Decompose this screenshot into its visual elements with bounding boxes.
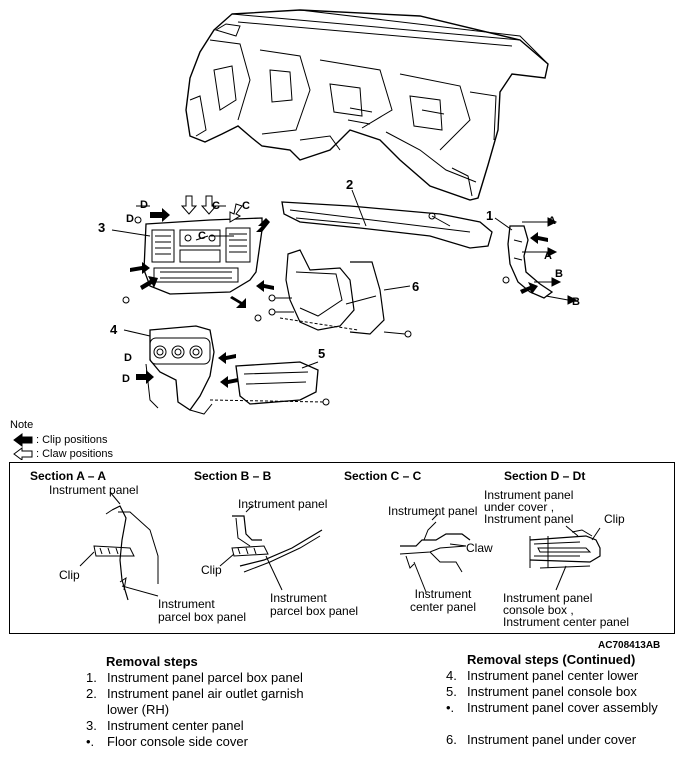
step-number: 1. — [86, 670, 97, 685]
removal-step: 4. Instrument panel center lower — [446, 668, 658, 684]
step-text: Instrument panel air outlet garnish — [107, 686, 304, 701]
removal-steps-continued-title: Removal steps (Continued) — [467, 652, 636, 667]
section-dd-console-1: Instrument panel — [503, 591, 593, 605]
console-box-part-5 — [209, 361, 330, 406]
parcel-box-panel-part-2 — [281, 189, 493, 249]
section-bb-instrument-panel: Instrument panel — [238, 497, 328, 511]
section-dd-under-cover-3: Instrument panel — [484, 512, 574, 526]
step-text: Instrument panel cover assembly — [467, 700, 658, 715]
step-text: Instrument panel parcel box panel — [107, 670, 303, 685]
section-cc-center-panel-1: Instrument — [414, 587, 472, 601]
section-cc-center-panel-2: center panel — [409, 600, 477, 614]
section-bb-title: Section B – B — [194, 469, 272, 483]
step-number: •. — [86, 734, 95, 749]
removal-step: •. Instrument panel cover assembly — [446, 700, 658, 716]
center-panel-part-3 — [111, 216, 263, 295]
label-a-bottom: A — [544, 250, 552, 262]
center-lower-part-4 — [122, 296, 215, 415]
label-d-part4-b: D — [122, 373, 130, 385]
callout-1: 1 — [486, 208, 494, 223]
note-title: Note — [10, 419, 34, 431]
section-letter-leaders — [136, 205, 234, 241]
section-cc-instrument-panel: Instrument panel — [388, 504, 478, 518]
label-b-bottom: B — [572, 296, 580, 308]
removal-step: 2. Instrument panel air outlet garnish — [86, 686, 304, 702]
label-d-mid: D — [126, 213, 134, 225]
callout-3: 3 — [98, 220, 106, 235]
removal-step: 1. Instrument panel parcel box panel — [86, 670, 304, 686]
instrument-panel-frame — [185, 9, 549, 201]
exploded-view-drawing — [13, 9, 578, 460]
section-details-box — [9, 462, 675, 634]
legend-arrows — [13, 433, 33, 460]
removal-steps-title: Removal steps — [106, 654, 198, 669]
section-dd-under-cover-1: Instrument panel — [484, 488, 574, 502]
label-a-top: A — [548, 215, 556, 227]
claw-arrows — [180, 195, 243, 223]
section-bb-parcel-2: parcel box panel — [270, 604, 359, 618]
label-c-left: C — [212, 200, 220, 212]
label-d-top: D — [140, 199, 148, 211]
clip-arrows — [130, 208, 548, 388]
section-aa-parcel-2: parcel box panel — [158, 610, 247, 624]
claw-legend-arrow — [13, 447, 33, 460]
step-text: lower (RH) — [107, 702, 170, 717]
section-dd-under-cover-2: under cover , — [484, 500, 555, 514]
step-number: 2. — [86, 686, 97, 701]
section-cc-drawing — [399, 513, 471, 593]
section-aa-drawing — [79, 491, 159, 601]
step-text: Instrument panel center lower — [467, 668, 639, 683]
section-dd-clip: Clip — [604, 512, 625, 526]
callout-2: 2 — [346, 177, 354, 192]
removal-step — [446, 716, 658, 732]
removal-step: 6. Instrument panel under cover — [446, 732, 658, 748]
section-aa-parcel-1: Instrument — [158, 597, 215, 611]
removal-step: 3. Instrument center panel — [86, 718, 304, 734]
figure-code: AC708413AB — [598, 640, 661, 651]
clip-legend-arrow — [13, 433, 33, 447]
air-outlet-garnish-part-1 — [494, 217, 578, 305]
step-text: Instrument panel under cover — [467, 732, 637, 747]
section-dd-title: Section D – Dt — [504, 469, 586, 483]
step-number: 6. — [446, 732, 457, 747]
section-cc-title: Section C – C — [344, 469, 422, 483]
label-c-mid: C — [198, 230, 206, 242]
section-bb-clip: Clip — [201, 563, 222, 577]
removal-steps-continued-list: 4. Instrument panel center lower 5. Inst… — [446, 668, 658, 748]
section-aa-title: Section A – A — [30, 469, 107, 483]
step-number: 5. — [446, 684, 457, 699]
label-b-top: B — [555, 268, 563, 280]
section-dd-drawing — [529, 525, 601, 591]
section-details-drawings — [79, 491, 601, 601]
callout-6: 6 — [412, 279, 420, 294]
step-number: 3. — [86, 718, 97, 733]
step-number: 4. — [446, 668, 457, 683]
step-text: Instrument panel console box — [467, 684, 637, 699]
claw-legend-text: : Claw positions — [36, 448, 114, 460]
removal-step: lower (RH) — [86, 702, 304, 718]
section-dd-console-3: Instrument center panel — [503, 615, 630, 629]
removal-steps-list: 1. Instrument panel parcel box panel 2. … — [86, 670, 304, 750]
section-bb-parcel-1: Instrument — [270, 591, 327, 605]
label-d-part4-a: D — [124, 352, 132, 364]
step-number: •. — [446, 700, 455, 715]
label-c-right: C — [242, 200, 250, 212]
section-aa-clip: Clip — [59, 568, 80, 582]
removal-step: •. Floor console side cover — [86, 734, 304, 750]
removal-step: 5. Instrument panel console box — [446, 684, 658, 700]
step-text: Floor console side cover — [107, 734, 248, 749]
callout-5: 5 — [318, 346, 326, 361]
section-dd-console-2: console box , — [503, 603, 574, 617]
section-bb-drawing — [219, 505, 323, 591]
step-text: Instrument center panel — [107, 718, 244, 733]
callout-4: 4 — [110, 322, 118, 337]
under-cover-part-6 — [254, 249, 412, 338]
section-aa-instrument-panel: Instrument panel — [49, 483, 139, 497]
clip-legend-text: : Clip positions — [36, 434, 108, 446]
section-cc-claw: Claw — [466, 541, 493, 555]
